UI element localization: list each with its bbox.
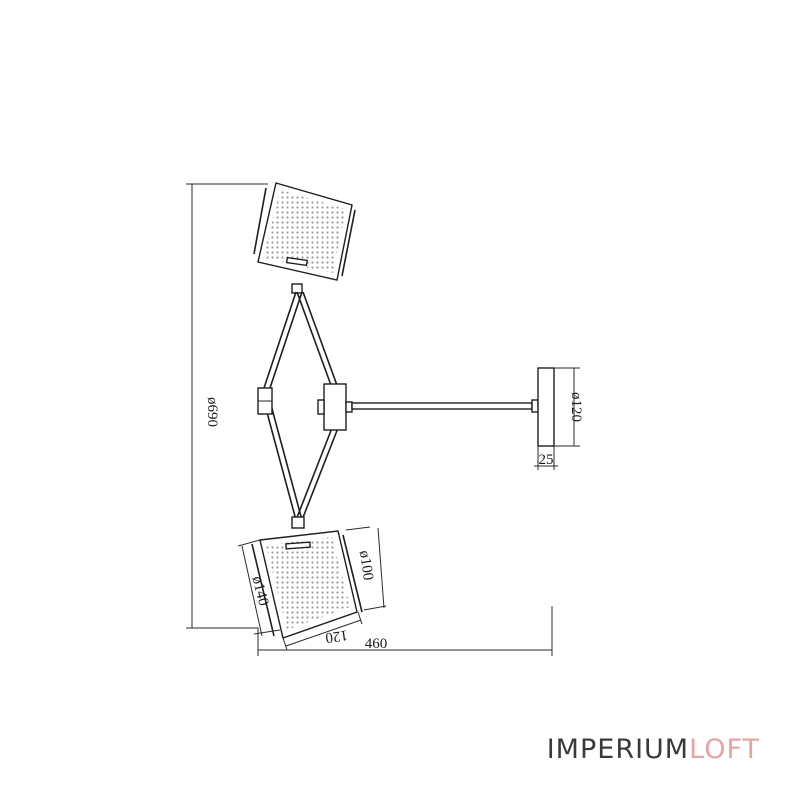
base-depth-label: 25: [539, 452, 554, 468]
width-label: 460: [365, 636, 388, 652]
central-hub: [317, 383, 353, 431]
upper-shade: [253, 182, 356, 294]
wall-mount-base: ø120 25: [534, 367, 584, 470]
brand-name-accent: LOFT: [689, 734, 760, 765]
height-dimension: ø690: [186, 183, 268, 629]
folding-arms: [257, 291, 339, 521]
width-dimension: 460: [257, 606, 553, 656]
lower-shade: [251, 516, 363, 639]
shade-bottom-diameter-label: ø140: [248, 575, 271, 608]
shade-top-diameter-label: ø100: [356, 549, 376, 581]
brand-name-main: IMPERIUM: [546, 734, 690, 765]
shade-dimensions: ø100 ø140 120: [237, 526, 387, 651]
height-label: ø690: [204, 397, 220, 427]
brand-logo: IMPERIUMLOFT: [547, 734, 760, 765]
horizontal-rod: [351, 399, 539, 413]
base-diameter-label: ø120: [568, 392, 584, 422]
shade-height-label: 120: [324, 626, 349, 645]
